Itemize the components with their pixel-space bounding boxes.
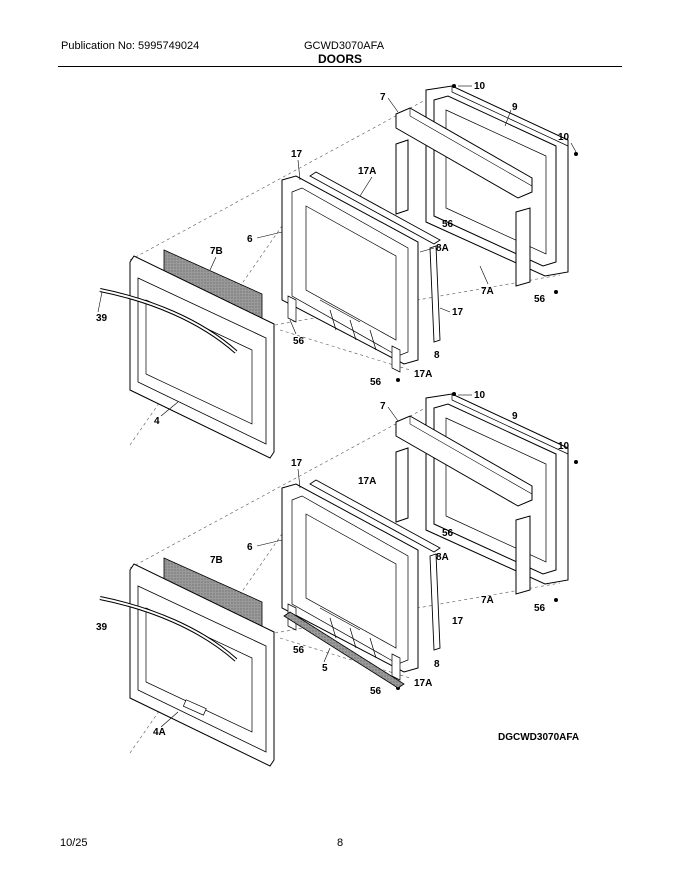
- callout-9: 9: [512, 102, 518, 113]
- bottom-door-callouts: 10 7 9 10 17 17A 56 6 7B 8A 7A 56 39 17 …: [96, 390, 570, 738]
- drawing-code: DGCWD3070AFA: [498, 732, 580, 743]
- callout-56: 56: [370, 377, 382, 388]
- callout-17: 17: [291, 458, 303, 469]
- callout-56: 56: [442, 219, 454, 230]
- callout-17A: 17A: [414, 369, 432, 380]
- callout-8: 8: [434, 350, 440, 361]
- callout-17: 17: [452, 616, 464, 627]
- page-number: 8: [337, 837, 344, 849]
- callout-5: 5: [322, 663, 328, 674]
- callout-39: 39: [96, 622, 108, 633]
- callout-7A: 7A: [481, 595, 494, 606]
- callout-56: 56: [534, 603, 546, 614]
- bottom-door-assembly: 10 7 9 10 17 17A 56 6 7B 8A 7A 56 39 17 …: [96, 390, 580, 768]
- callout-8A: 8A: [436, 243, 449, 254]
- callout-56: 56: [534, 294, 546, 305]
- callout-6: 6: [247, 542, 253, 553]
- callout-39: 39: [96, 313, 108, 324]
- callout-10: 10: [474, 81, 486, 92]
- model-number: GCWD3070AFA: [304, 40, 385, 52]
- header-rule: [58, 66, 622, 67]
- leader-lines: [97, 85, 577, 728]
- brand-badge: [182, 699, 207, 716]
- callout-10: 10: [558, 132, 570, 143]
- callout-7: 7: [380, 92, 386, 103]
- callout-56: 56: [293, 336, 305, 347]
- callout-17A: 17A: [358, 166, 376, 177]
- callout-7A: 7A: [481, 286, 494, 297]
- callout-7: 7: [380, 401, 386, 412]
- callout-9: 9: [512, 411, 518, 422]
- bottom-trim: [283, 611, 405, 689]
- callout-17: 17: [291, 149, 303, 160]
- callout-10: 10: [474, 390, 486, 401]
- top-door-callouts: 10 7 9 10 17 17A 56 6 7B 8A 7A 56 39 17 …: [96, 81, 570, 427]
- callout-8A: 8A: [436, 552, 449, 563]
- callout-6: 6: [247, 234, 253, 245]
- section-title: DOORS: [317, 52, 362, 66]
- footer-date: 10/25: [60, 837, 88, 849]
- callout-17A: 17A: [358, 476, 376, 487]
- top-door-assembly: 10 7 9 10 17 17A 56 6 7B 8A 7A 56 39 17 …: [96, 81, 580, 460]
- callout-4A: 4A: [153, 727, 166, 738]
- callout-56: 56: [293, 645, 305, 656]
- callout-7B: 7B: [210, 246, 223, 257]
- callout-17A: 17A: [414, 678, 432, 689]
- callout-10: 10: [558, 441, 570, 452]
- callout-7B: 7B: [210, 555, 223, 566]
- callout-4: 4: [154, 416, 160, 427]
- callout-17: 17: [452, 307, 464, 318]
- callout-56: 56: [370, 686, 382, 697]
- publication-number: Publication No: 5995749024: [61, 40, 200, 52]
- callout-8: 8: [434, 659, 440, 670]
- callout-56: 56: [442, 528, 454, 539]
